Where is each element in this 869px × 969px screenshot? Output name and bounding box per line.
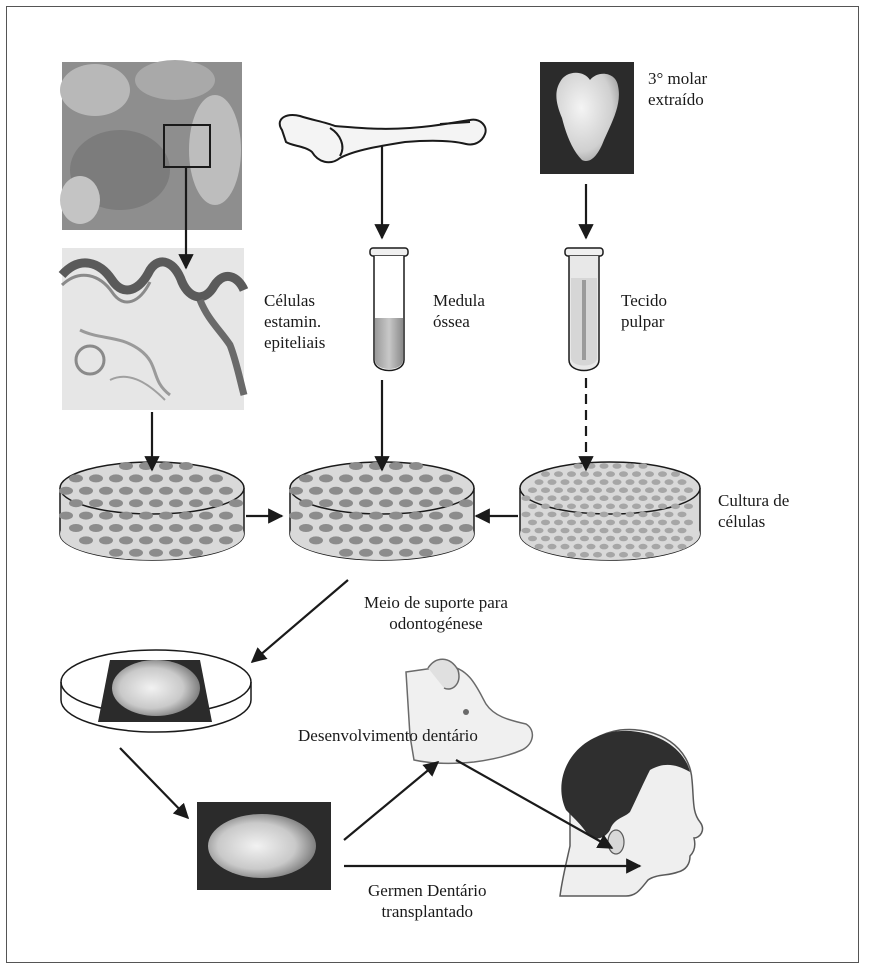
label-tooth-development: Desenvolvimento dentário [298, 725, 478, 746]
gum-tissue-photo [60, 60, 242, 230]
test-tube-icon [565, 248, 603, 371]
label-odontogenesis-support: Meio de suporte paraodontogénese [364, 592, 508, 634]
label-extracted-molar: 3° molarextraído [648, 68, 707, 110]
tooth-germ-photo [197, 802, 331, 890]
label-cell-culture: Cultura decélulas [718, 490, 789, 532]
petri-dish-icon [61, 650, 251, 732]
label-bone-marrow: Medulaóssea [433, 290, 485, 332]
label-epithelial-stem-cells: Célulasestamin.epiteliais [264, 290, 325, 353]
petri-dish-icon [520, 462, 700, 560]
petri-dish-icon [289, 462, 474, 560]
label-pulp-tissue: Tecidopulpar [621, 290, 667, 332]
pig-head-icon [406, 659, 532, 763]
human-head-icon [560, 730, 702, 896]
label-transplanted-tooth-germ: Germen Dentáriotransplantado [368, 880, 486, 922]
molar-tooth-photo [540, 62, 634, 174]
test-tube-icon [370, 248, 408, 371]
epithelium-histology-photo [62, 248, 244, 410]
petri-dish-icon [59, 462, 244, 560]
